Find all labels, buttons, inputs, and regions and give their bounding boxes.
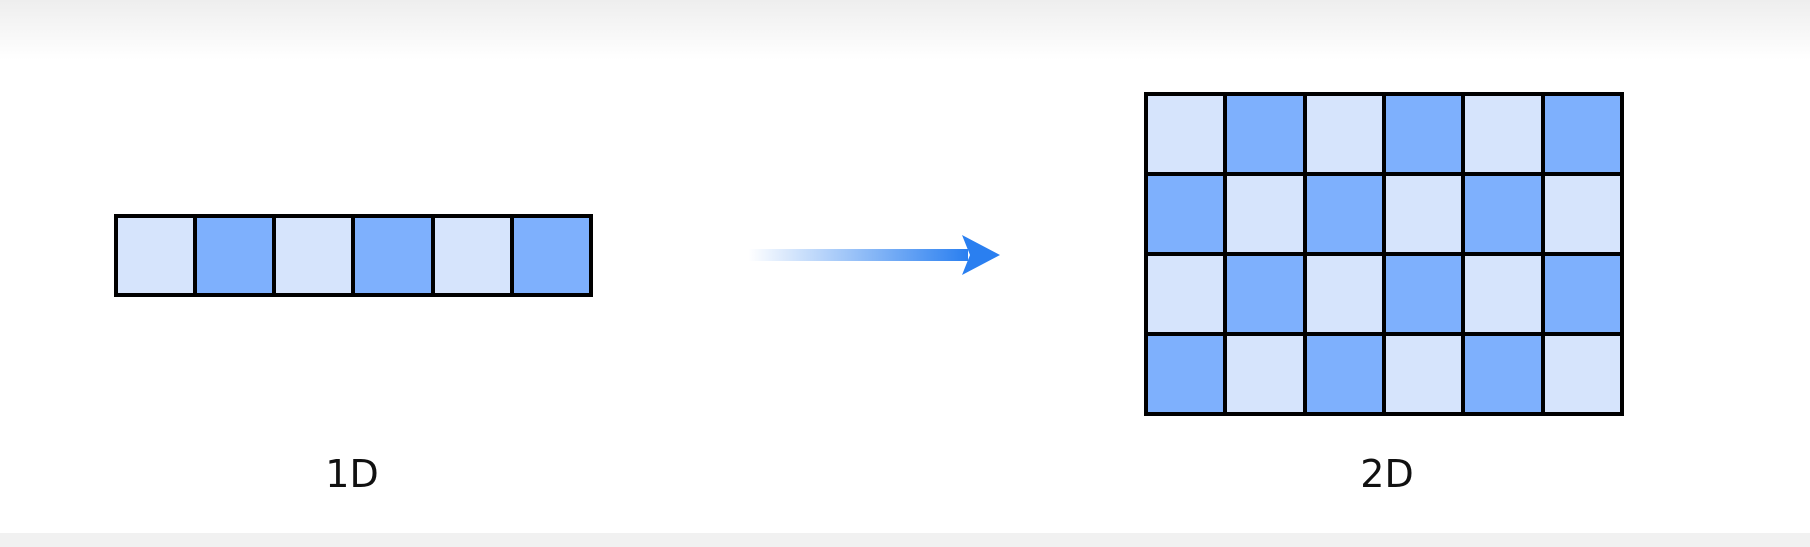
one-d-grid-cell xyxy=(434,218,510,293)
two-d-grid-cell xyxy=(1544,336,1620,412)
two-d-grid-cell xyxy=(1148,176,1224,252)
two-d-grid-cell xyxy=(1227,256,1303,332)
two-d-grid-cell xyxy=(1465,256,1541,332)
two-d-grid-cell xyxy=(1227,96,1303,172)
one-d-grid-cell xyxy=(355,218,431,293)
two-d-grid-cell xyxy=(1148,256,1224,332)
two-d-grid-cell xyxy=(1148,336,1224,412)
one-d-grid-cell xyxy=(513,218,589,293)
one-d-grid xyxy=(114,214,593,297)
bottom-shade xyxy=(0,533,1810,547)
one-d-label: 1D xyxy=(325,452,379,496)
two-d-grid-cell xyxy=(1386,256,1462,332)
two-d-grid-cell xyxy=(1386,336,1462,412)
two-d-grid-cell xyxy=(1227,336,1303,412)
two-d-grid-cell xyxy=(1465,336,1541,412)
one-d-grid-cell xyxy=(197,218,273,293)
two-d-grid-cell xyxy=(1306,176,1382,252)
two-d-grid-cell xyxy=(1306,256,1382,332)
two-d-grid-cell xyxy=(1544,256,1620,332)
two-d-grid xyxy=(1144,92,1624,416)
two-d-grid-cell xyxy=(1386,176,1462,252)
one-d-grid-cell xyxy=(118,218,194,293)
right-arrow-icon xyxy=(748,235,1000,275)
two-d-grid-cell xyxy=(1544,176,1620,252)
two-d-grid-cell xyxy=(1465,176,1541,252)
two-d-grid-cell xyxy=(1306,96,1382,172)
two-d-grid-cell xyxy=(1386,96,1462,172)
two-d-grid-cell xyxy=(1227,176,1303,252)
two-d-grid-cell xyxy=(1465,96,1541,172)
two-d-grid-cell xyxy=(1544,96,1620,172)
two-d-grid-cell xyxy=(1148,96,1224,172)
two-d-label: 2D xyxy=(1360,452,1414,496)
two-d-grid-cell xyxy=(1306,336,1382,412)
top-shade xyxy=(0,0,1810,60)
one-d-grid-cell xyxy=(276,218,352,293)
